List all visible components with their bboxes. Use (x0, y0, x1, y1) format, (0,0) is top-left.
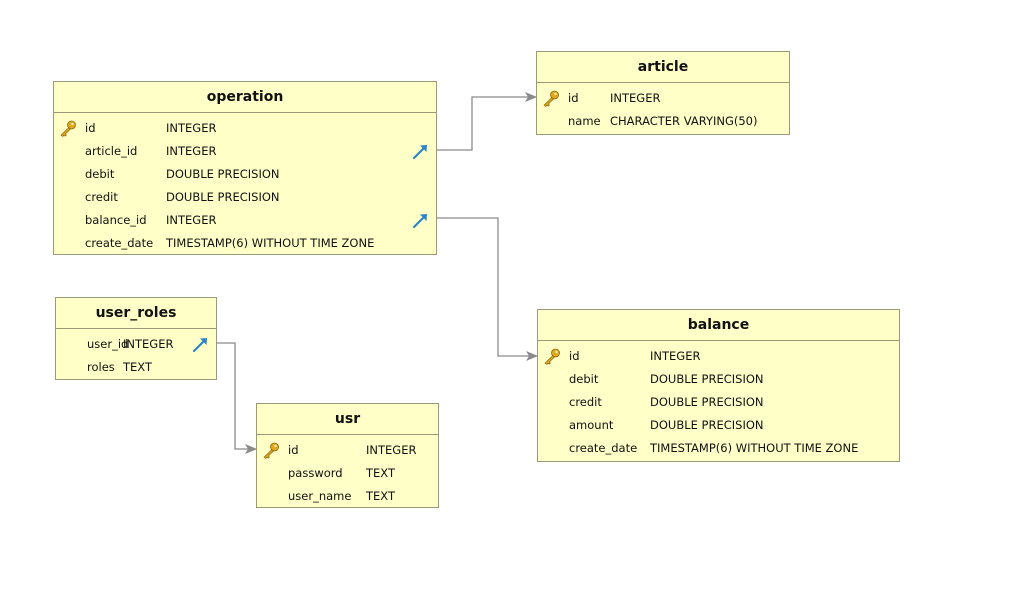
attribute-name: id (569, 349, 580, 363)
attribute-name: roles (87, 360, 115, 374)
attribute-type: INTEGER (610, 91, 661, 105)
key-icon (262, 442, 280, 459)
attribute-name: credit (85, 190, 118, 204)
attribute-name: balance_id (85, 213, 147, 227)
attribute-row[interactable]: id INTEGER (257, 439, 438, 462)
entity-title: operation (54, 82, 436, 113)
attribute-name: debit (85, 167, 115, 181)
attribute-row[interactable]: id INTEGER (54, 117, 436, 140)
attribute-type: DOUBLE PRECISION (166, 190, 280, 204)
attribute-row[interactable]: article_id INTEGER (54, 140, 436, 163)
attribute-type: INTEGER (650, 349, 701, 363)
attribute-type: DOUBLE PRECISION (166, 167, 280, 181)
attribute-name: article_id (85, 144, 138, 158)
attribute-row[interactable]: debit DOUBLE PRECISION (54, 163, 436, 186)
attribute-row[interactable]: user_name TEXT (257, 485, 438, 508)
attribute-type: TIMESTAMP(6) WITHOUT TIME ZONE (166, 236, 375, 250)
connector-operation-balance[interactable] (437, 217, 538, 361)
key-icon (59, 120, 77, 137)
attribute-name: name (568, 114, 601, 128)
attribute-type: INTEGER (123, 337, 174, 351)
attribute-type: INTEGER (166, 213, 217, 227)
connector-user-roles-usr[interactable] (217, 342, 257, 454)
entity-title: article (537, 52, 789, 83)
foreign-key-arrow-icon (412, 143, 429, 160)
entity-title: user_roles (56, 298, 216, 329)
attribute-name: password (288, 466, 343, 480)
attribute-name: amount (569, 418, 614, 432)
attribute-row[interactable]: debit DOUBLE PRECISION (538, 368, 899, 391)
attribute-row[interactable]: id INTEGER (537, 87, 789, 110)
attribute-type: TEXT (366, 466, 395, 480)
attribute-name: id (568, 91, 579, 105)
attribute-name: id (288, 443, 299, 457)
attribute-row[interactable]: id INTEGER (538, 345, 899, 368)
attribute-row[interactable]: password TEXT (257, 462, 438, 485)
attribute-type: INTEGER (366, 443, 417, 457)
attribute-type: DOUBLE PRECISION (650, 395, 764, 409)
attribute-type: TEXT (123, 360, 152, 374)
attribute-row[interactable]: roles TEXT (56, 356, 216, 379)
attribute-name: id (85, 121, 96, 135)
key-icon (543, 348, 561, 365)
attribute-type: DOUBLE PRECISION (650, 372, 764, 386)
entity-title: balance (538, 310, 899, 341)
attribute-name: user_name (288, 489, 352, 503)
attribute-row[interactable]: name CHARACTER VARYING(50) (537, 110, 789, 133)
attribute-type: INTEGER (166, 144, 217, 158)
attribute-row[interactable]: create_date TIMESTAMP(6) WITHOUT TIME ZON… (54, 232, 436, 255)
key-icon (542, 90, 560, 107)
attribute-name: create_date (569, 441, 638, 455)
connector-operation-article[interactable] (437, 92, 537, 151)
attribute-name: debit (569, 372, 599, 386)
attribute-type: INTEGER (166, 121, 217, 135)
foreign-key-arrow-icon (192, 336, 209, 353)
attribute-type: TEXT (366, 489, 395, 503)
foreign-key-arrow-icon (412, 212, 429, 229)
attribute-type: CHARACTER VARYING(50) (610, 114, 758, 128)
attribute-row[interactable]: credit DOUBLE PRECISION (54, 186, 436, 209)
entity-article[interactable]: article id INTEGER name CHARACTER VARYING(5… (536, 51, 790, 135)
entity-title: usr (257, 404, 438, 435)
attribute-row[interactable]: credit DOUBLE PRECISION (538, 391, 899, 414)
attribute-row[interactable]: create_date TIMESTAMP(6) WITHOUT TIME ZON… (538, 437, 899, 460)
attribute-row[interactable]: balance_id INTEGER (54, 209, 436, 232)
attribute-type: TIMESTAMP(6) WITHOUT TIME ZONE (650, 441, 859, 455)
attribute-type: DOUBLE PRECISION (650, 418, 764, 432)
attribute-name: create_date (85, 236, 154, 250)
attribute-name: user_id (87, 337, 129, 351)
attribute-row[interactable]: amount DOUBLE PRECISION (538, 414, 899, 437)
attribute-name: credit (569, 395, 602, 409)
